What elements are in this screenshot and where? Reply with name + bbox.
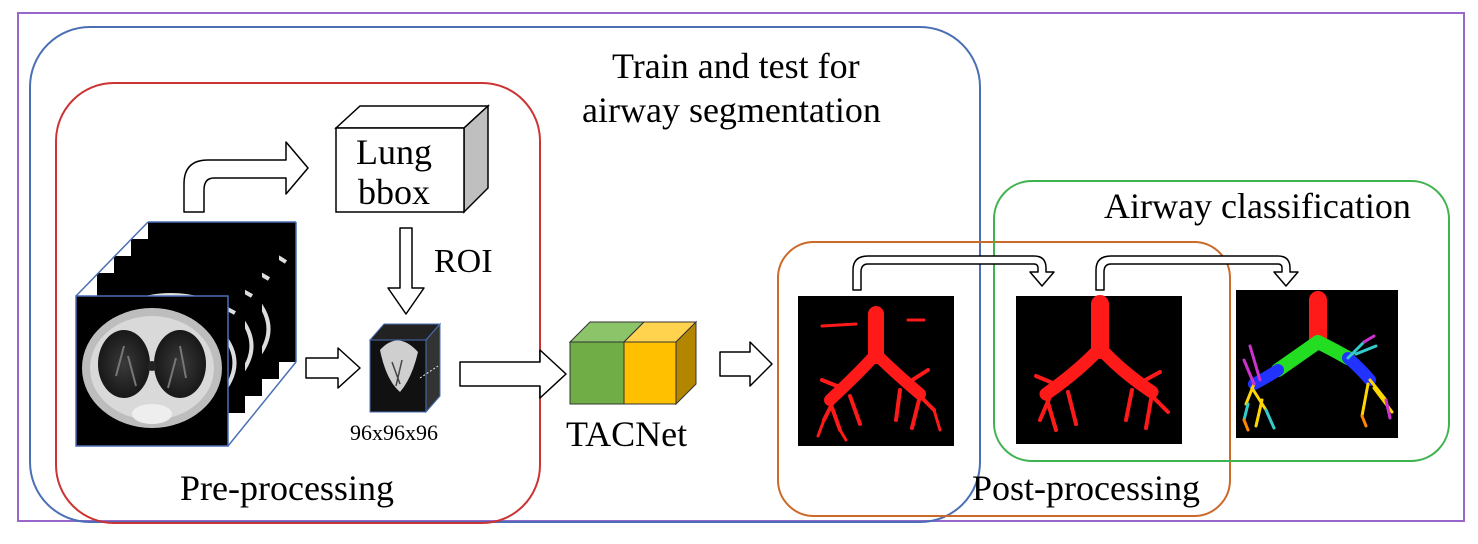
train-test-box [29, 26, 981, 523]
arrow-network-to-output [719, 341, 773, 387]
post-processing-box [777, 241, 1231, 517]
curved-arrow-raw-to-refined [852, 255, 1055, 291]
curved-arrow-to-lung-bbox [183, 141, 309, 213]
curved-arrow-refined-to-classified [1095, 255, 1299, 291]
lung-bbox-cube: Lung bbox [334, 104, 490, 214]
train-test-title-line1: Train and test for [612, 46, 860, 86]
classification-label: Airway classification [1104, 186, 1411, 226]
patch-size-label: 96x96x96 [350, 420, 438, 445]
arrow-patch-to-network [459, 349, 567, 399]
classification-box [993, 180, 1450, 462]
network-blocks [568, 320, 698, 406]
arrow-ct-to-patch [305, 347, 361, 389]
post-processing-label: Post-processing [972, 468, 1200, 508]
lung-bbox-label-line2: bbox [358, 172, 430, 212]
ct-front-slice [75, 295, 229, 447]
classified-airway-image [1236, 290, 1398, 438]
network-label: TACNet [566, 414, 687, 454]
roi-label: ROI [434, 243, 493, 280]
roi-down-arrow [387, 227, 425, 315]
roi-patch-cube [368, 322, 442, 414]
lung-bbox-label-line1: Lung [356, 132, 432, 172]
pre-processing-box [55, 82, 541, 524]
train-test-title-line2: airway segmentation [582, 90, 881, 130]
pre-processing-label: Pre-processing [180, 468, 394, 508]
refined-segmentation-image [1016, 295, 1182, 444]
ct-slice-stack [75, 221, 297, 447]
raw-segmentation-image [798, 296, 954, 446]
